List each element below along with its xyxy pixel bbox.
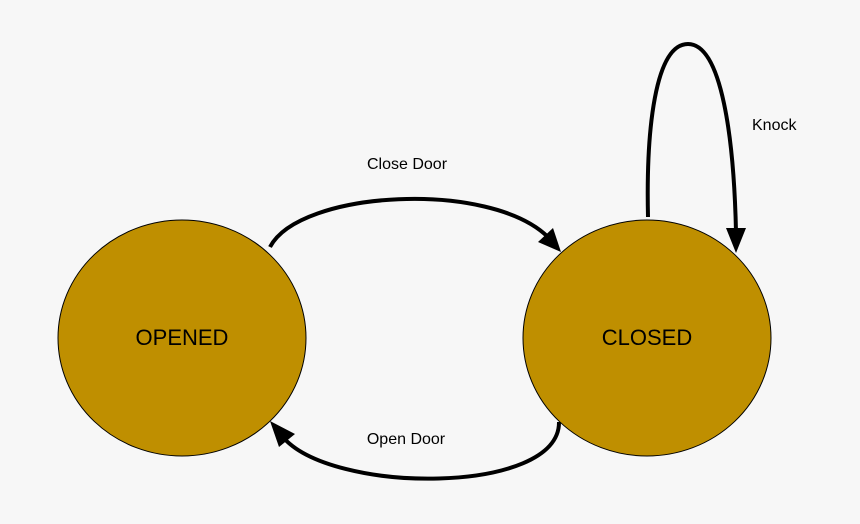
close-door-arrowhead (538, 228, 561, 252)
state-closed: CLOSED (522, 219, 772, 457)
opened-state-label: OPENED (136, 325, 229, 350)
knock-loop-line (645, 41, 738, 233)
open-door-label: Open Door (367, 431, 446, 448)
open-door-arrowhead (270, 421, 295, 447)
closed-state-label: CLOSED (602, 325, 692, 350)
knock-arrowhead (726, 228, 746, 253)
close-door-arrow-line (268, 196, 550, 248)
open-door-arrow-line (280, 421, 562, 481)
knock-label: Knock (752, 117, 797, 134)
transition-close-door: Close Door (268, 156, 561, 252)
closed-state-circle (522, 219, 772, 457)
state-opened: OPENED (57, 219, 307, 457)
transition-knock: Knock (645, 41, 797, 253)
transition-open-door: Open Door (270, 421, 562, 481)
opened-state-circle (57, 219, 307, 457)
close-door-label: Close Door (367, 156, 448, 173)
